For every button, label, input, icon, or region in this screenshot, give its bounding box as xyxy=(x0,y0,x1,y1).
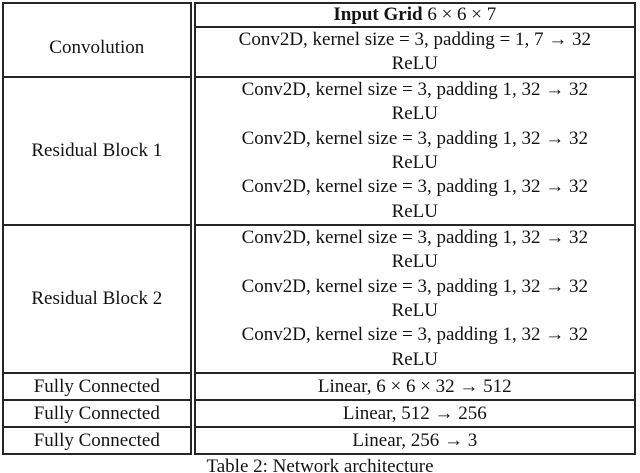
network-architecture-table: Convolution Input Grid 6 × 6 × 7 Conv2D,… xyxy=(2,2,637,455)
table-row: Convolution Input Grid 6 × 6 × 7 xyxy=(2,2,637,78)
layer-line: ReLU xyxy=(391,200,439,222)
layer-line: ReLU xyxy=(391,348,439,370)
cell-residual-block-1-layers: Conv2D, kernel size = 3, padding 1, 32 →… xyxy=(191,76,637,226)
layer-line: Conv2D, kernel size = 3, padding 1, 32 →… xyxy=(241,324,588,346)
layer-line: Conv2D, kernel size = 3, padding 1, 32 →… xyxy=(241,176,588,198)
cell-fully-connected-3: Linear, 256 → 3 xyxy=(191,426,637,455)
table-row: Residual Block 2 Conv2D, kernel size = 3… xyxy=(2,224,637,374)
row-label-residual-block-2: Residual Block 2 xyxy=(2,224,196,374)
input-grid-dimensions: 6 × 6 × 7 xyxy=(422,4,497,25)
cell-input-grid: Input Grid 6 × 6 × 7 xyxy=(191,2,637,28)
layer-line: Conv2D, kernel size = 3, padding 1, 32 →… xyxy=(241,79,588,101)
table-row: Residual Block 1 Conv2D, kernel size = 3… xyxy=(2,76,637,226)
cell-fully-connected-1: Linear, 6 × 6 × 32 → 512 xyxy=(191,372,637,401)
table-row: Fully Connected Linear, 512 → 256 xyxy=(2,399,637,428)
layer-line: Conv2D, kernel size = 3, padding = 1, 7 … xyxy=(238,29,591,50)
row-label-fully-connected-3: Fully Connected xyxy=(2,426,196,455)
layer-line: Conv2D, kernel size = 3, padding 1, 32 →… xyxy=(241,127,588,149)
cell-residual-block-2-layers: Conv2D, kernel size = 3, padding 1, 32 →… xyxy=(191,224,637,374)
table-row: Fully Connected Linear, 256 → 3 xyxy=(2,426,637,455)
row-label-fully-connected-1: Fully Connected xyxy=(2,372,196,401)
row-label-fully-connected-2: Fully Connected xyxy=(2,399,196,428)
table-caption: Table 2: Network architecture xyxy=(206,456,434,473)
row-label-convolution: Convolution xyxy=(2,2,196,78)
layer-line: Conv2D, kernel size = 3, padding 1, 32 →… xyxy=(241,227,588,249)
layer-line: ReLU xyxy=(391,251,439,273)
layer-line: ReLU xyxy=(391,103,439,125)
layer-line: ReLU xyxy=(391,53,439,74)
cell-convolution-layers: Conv2D, kernel size = 3, padding = 1, 7 … xyxy=(191,26,637,78)
table-row: Conv2D, kernel size = 3, padding = 1, 7 … xyxy=(3,26,637,78)
layer-line: Conv2D, kernel size = 3, padding 1, 32 →… xyxy=(241,275,588,297)
layer-line: ReLU xyxy=(391,300,439,321)
layer-line: ReLU xyxy=(391,152,439,173)
cell-fully-connected-2: Linear, 512 → 256 xyxy=(191,399,637,428)
input-grid-title: Input Grid xyxy=(333,4,423,25)
row-label-residual-block-1: Residual Block 1 xyxy=(2,76,196,226)
table-row: Fully Connected Linear, 6 × 6 × 32 → 512 xyxy=(2,372,637,401)
